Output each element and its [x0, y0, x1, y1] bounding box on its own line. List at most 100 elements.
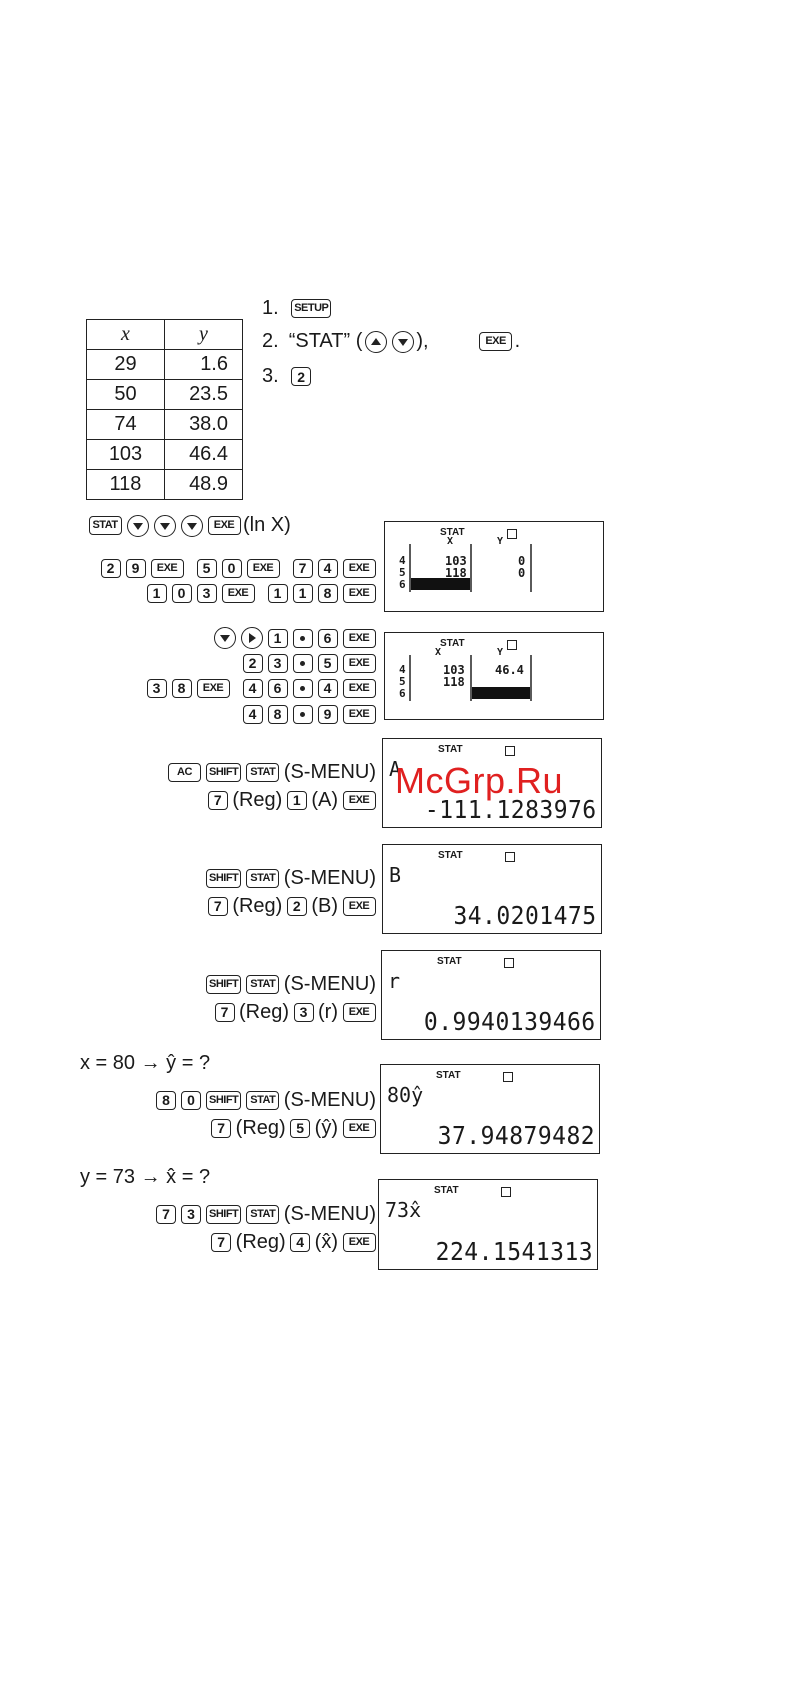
key-3[interactable]: 3 [146, 678, 167, 698]
key-2[interactable]: 2 [242, 653, 263, 673]
key-7[interactable]: 7 [292, 558, 313, 578]
exe-key[interactable]: EXE [479, 332, 513, 351]
exe-key[interactable]: EXE [342, 583, 376, 603]
key-2[interactable]: 2 [291, 367, 312, 386]
key-8[interactable]: 8 [267, 704, 288, 724]
stat-key[interactable]: STAT [246, 762, 280, 782]
key-8[interactable]: 8 [317, 583, 338, 603]
question-yhat: x = 80 → ŷ = ? [80, 1052, 211, 1074]
deg-indicator-icon [507, 640, 517, 650]
stat-key[interactable]: STAT [246, 1204, 280, 1224]
key-4[interactable]: 4 [242, 704, 263, 724]
lcd-screen-b: STAT B 34.0201475 [382, 844, 602, 934]
deg-indicator-icon [507, 529, 517, 539]
key-9[interactable]: 9 [317, 704, 338, 724]
exe-key[interactable]: EXE [246, 558, 280, 578]
exe-key[interactable]: EXE [342, 653, 376, 673]
key-1[interactable]: 1 [146, 583, 167, 603]
shift-key[interactable]: SHIFT [206, 1090, 242, 1110]
exe-key[interactable]: EXE [342, 790, 376, 810]
key-2[interactable]: 2 [286, 896, 307, 916]
key-3[interactable]: 3 [181, 1204, 201, 1224]
decimal-point-key[interactable] [292, 678, 313, 698]
ac-key[interactable]: AC [168, 762, 201, 782]
key-3[interactable]: 3 [267, 653, 288, 673]
down-arrow-key-icon[interactable] [153, 514, 176, 537]
shift-key[interactable]: SHIFT [206, 868, 242, 888]
shift-key[interactable]: SHIFT [206, 974, 242, 994]
shift-key[interactable]: SHIFT [206, 762, 242, 782]
exe-key[interactable]: EXE [342, 1002, 376, 1022]
lcd-screen-y-list: STAT X Y 4 5 6 103 118 46.4 48.9 [384, 632, 604, 720]
key-8[interactable]: 8 [171, 678, 192, 698]
key-7[interactable]: 7 [207, 896, 228, 916]
exe-key[interactable]: EXE [342, 678, 376, 698]
down-arrow-key-icon[interactable] [391, 330, 414, 353]
key-7[interactable]: 7 [211, 1118, 232, 1138]
key-0[interactable]: 0 [181, 1090, 201, 1110]
key-4[interactable]: 4 [317, 558, 338, 578]
y-entry-row-2: 2 3 5 EXE [240, 649, 378, 677]
stat-key[interactable]: STAT [246, 868, 280, 888]
key-2[interactable]: 2 [100, 558, 121, 578]
key-0[interactable]: 0 [221, 558, 242, 578]
key-3[interactable]: 3 [196, 583, 217, 603]
lcd-screen-a: STAT A -111.1283976 [382, 738, 602, 828]
right-arrow-key-icon[interactable] [240, 627, 263, 649]
key-0[interactable]: 0 [171, 583, 192, 603]
decimal-point-key[interactable] [292, 628, 313, 648]
down-arrow-key-icon[interactable] [213, 627, 236, 649]
up-arrow-key-icon[interactable] [364, 330, 387, 353]
key-4[interactable]: 4 [242, 678, 263, 698]
stat-key[interactable]: STAT [246, 974, 280, 994]
exe-key[interactable]: EXE [342, 704, 376, 724]
key-8[interactable]: 8 [156, 1090, 176, 1110]
key-7[interactable]: 7 [211, 1232, 232, 1252]
decimal-point-key[interactable] [292, 704, 313, 724]
key-1[interactable]: 1 [267, 583, 288, 603]
shift-key[interactable]: SHIFT [206, 1204, 242, 1224]
setup-key[interactable]: SETUP [291, 299, 332, 318]
key-5[interactable]: 5 [196, 558, 217, 578]
exe-key[interactable]: EXE [196, 678, 230, 698]
exe-key[interactable]: EXE [221, 583, 255, 603]
exe-key[interactable]: EXE [342, 558, 376, 578]
deg-indicator-icon [501, 1187, 511, 1197]
exe-key[interactable]: EXE [342, 628, 376, 648]
key-6[interactable]: 6 [267, 678, 288, 698]
key-3[interactable]: 3 [293, 1002, 314, 1022]
stat-key[interactable]: STAT [246, 1090, 280, 1110]
key-5[interactable]: 5 [290, 1118, 311, 1138]
key-4[interactable]: 4 [290, 1232, 311, 1252]
exe-key[interactable]: EXE [342, 896, 376, 916]
key-7[interactable]: 7 [207, 790, 228, 810]
key-9[interactable]: 9 [125, 558, 146, 578]
exe-key[interactable]: EXE [207, 516, 241, 535]
key-1[interactable]: 1 [286, 790, 307, 810]
key-4[interactable]: 4 [317, 678, 338, 698]
a-row-1: AC SHIFT STAT (S-MENU) [166, 758, 379, 786]
deg-indicator-icon [504, 958, 514, 968]
xhat-row-1: 7 3 SHIFT STAT (S-MENU) [154, 1200, 379, 1228]
mode-select-row: STAT EXE (ln X) [86, 514, 291, 537]
key-1[interactable]: 1 [292, 583, 313, 603]
key-6[interactable]: 6 [317, 628, 338, 648]
exe-key[interactable]: EXE [150, 558, 184, 578]
down-arrow-key-icon[interactable] [180, 514, 203, 537]
key-1[interactable]: 1 [267, 628, 288, 648]
key-7[interactable]: 7 [156, 1204, 176, 1224]
lcd-screen-r: STAT r 0.9940139466 [381, 950, 601, 1040]
exe-key[interactable]: EXE [342, 1118, 376, 1138]
stat-key[interactable]: STAT [88, 516, 122, 535]
decimal-point-key[interactable] [292, 653, 313, 673]
key-5[interactable]: 5 [317, 653, 338, 673]
watermark: McGrp.Ru [395, 760, 564, 801]
exe-key[interactable]: EXE [342, 1232, 376, 1252]
down-arrow-key-icon[interactable] [126, 514, 149, 537]
key-7[interactable]: 7 [214, 1002, 235, 1022]
stat-list-grid [409, 544, 532, 592]
